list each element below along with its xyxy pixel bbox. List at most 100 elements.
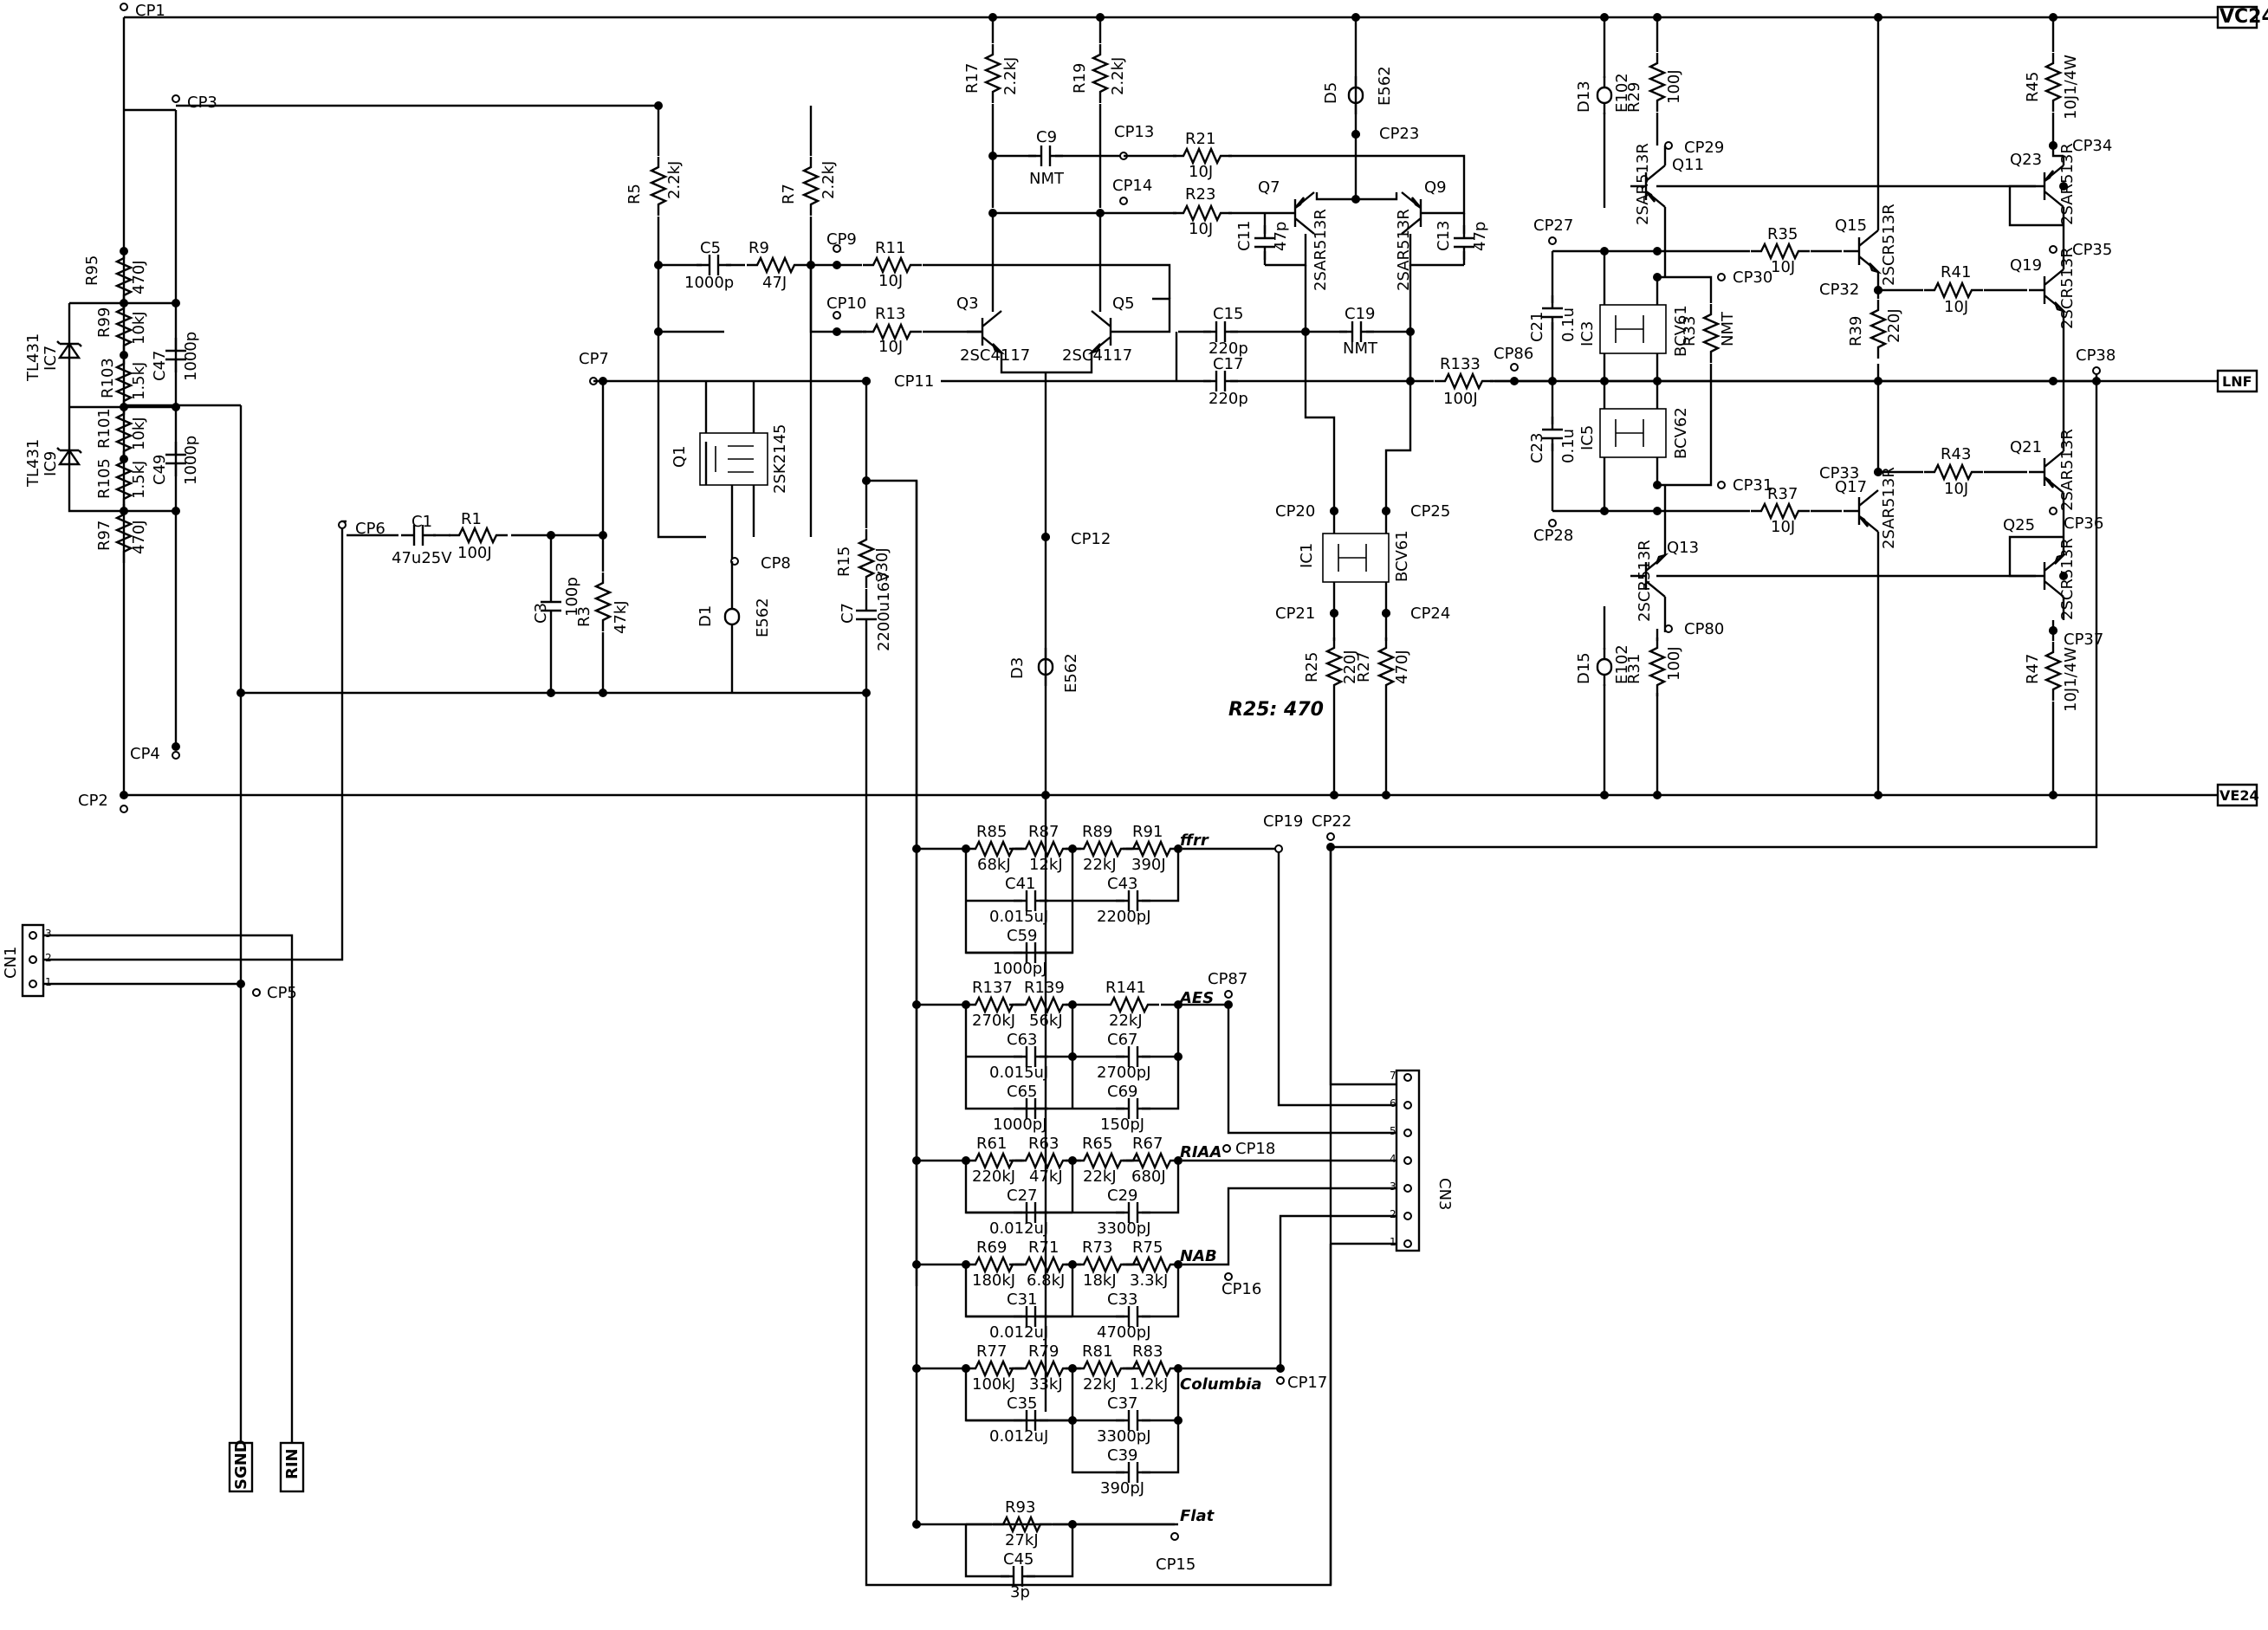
cps-cp80-label: CP80 bbox=[1684, 620, 1724, 638]
test-point[interactable] bbox=[833, 244, 841, 253]
parts-ic9-label: IC9 bbox=[42, 451, 60, 476]
parts-ic7-label: IC7 bbox=[42, 346, 60, 371]
test-point[interactable] bbox=[1403, 1156, 1412, 1165]
pins-p1-label: 1 bbox=[45, 976, 52, 988]
cp2-point[interactable] bbox=[120, 805, 128, 813]
parts-c67-label: C67 bbox=[1107, 1031, 1137, 1049]
output-stage: D13 E102 R29 100J CP29 Q11 2SAR513R CP27… bbox=[1331, 13, 2116, 849]
parts-c15v-label: 220p bbox=[1209, 340, 1248, 358]
cps-cp12-label: CP12 bbox=[1071, 530, 1111, 548]
test-point[interactable] bbox=[252, 988, 261, 997]
test-point[interactable] bbox=[1403, 1212, 1412, 1220]
parts-q5v-label: 2SC4117 bbox=[1062, 346, 1132, 365]
cps-cp1-label: CP1 bbox=[135, 2, 165, 20]
cp3-point[interactable] bbox=[172, 94, 180, 103]
parts-c11v-label: 47p bbox=[1272, 222, 1290, 251]
test-point[interactable] bbox=[1403, 1129, 1412, 1137]
parts-q3-label: Q3 bbox=[956, 294, 979, 313]
parts-r15v-label: 330J bbox=[873, 547, 891, 582]
test-point[interactable] bbox=[1403, 1239, 1412, 1248]
parts-c27v-label: 0.012uJ bbox=[989, 1219, 1048, 1238]
parts-ic3-label: IC3 bbox=[1578, 321, 1597, 346]
parts-r137-label: R137 bbox=[972, 979, 1013, 997]
pins-p3-label: 3 bbox=[1390, 1180, 1396, 1193]
test-point[interactable] bbox=[1717, 481, 1726, 489]
test-point[interactable] bbox=[1664, 624, 1673, 633]
test-point[interactable] bbox=[1170, 1532, 1179, 1541]
cps-cp33-label: CP33 bbox=[1819, 464, 1859, 482]
parts-r71v-label: 6.8kJ bbox=[1027, 1271, 1065, 1290]
cp1-point[interactable] bbox=[120, 3, 128, 11]
cp4-point[interactable] bbox=[172, 751, 180, 760]
test-point[interactable] bbox=[833, 311, 841, 320]
parts-r133v-label: 100J bbox=[1443, 390, 1478, 408]
parts-d1-label: D1 bbox=[697, 605, 715, 627]
parts-c29v-label: 3300pJ bbox=[1097, 1219, 1151, 1238]
cps-cp14-label: CP14 bbox=[1112, 177, 1152, 195]
parts-c21v-label: 0.1u bbox=[1559, 307, 1578, 342]
parts-r77-label: R77 bbox=[976, 1342, 1007, 1361]
test-point[interactable] bbox=[2049, 507, 2057, 515]
parts-q9-label: Q9 bbox=[1424, 178, 1447, 197]
cps-cp17-label: CP17 bbox=[1287, 1374, 1327, 1392]
test-point[interactable] bbox=[29, 980, 37, 988]
test-point[interactable] bbox=[1717, 273, 1726, 281]
parts-r85-label: R85 bbox=[976, 823, 1007, 841]
parts-ic5v-label: BCV62 bbox=[1672, 407, 1690, 459]
parts-r13-label: R13 bbox=[875, 305, 905, 323]
parts-c31v-label: 0.012uJ bbox=[989, 1323, 1048, 1342]
cps-cp19-label: CP19 bbox=[1263, 812, 1303, 831]
cps-cp16-label: CP16 bbox=[1221, 1280, 1261, 1298]
test-point[interactable] bbox=[1548, 236, 1557, 245]
test-point[interactable] bbox=[1548, 519, 1557, 527]
test-point[interactable] bbox=[29, 931, 37, 940]
parts-r35v-label: 10J bbox=[1771, 258, 1795, 276]
r25-note: R25: 470 bbox=[1228, 699, 1324, 721]
test-point[interactable] bbox=[1403, 1101, 1412, 1109]
test-point[interactable] bbox=[1224, 1272, 1233, 1281]
parts-r67-label: R67 bbox=[1132, 1135, 1163, 1153]
test-point[interactable] bbox=[2049, 245, 2057, 254]
parts-r141-label: R141 bbox=[1105, 979, 1146, 997]
parts-r75-label: R75 bbox=[1132, 1239, 1163, 1257]
parts-c23v-label: 0.1u bbox=[1559, 429, 1578, 463]
test-point[interactable] bbox=[1276, 1376, 1285, 1385]
test-point[interactable] bbox=[1222, 1144, 1231, 1153]
test-point[interactable] bbox=[1326, 832, 1335, 841]
test-point[interactable] bbox=[1510, 363, 1519, 372]
parts-d5v-label: E562 bbox=[1376, 66, 1394, 106]
test-point[interactable] bbox=[29, 955, 37, 964]
parts-ic9v-label: TL431 bbox=[24, 439, 42, 488]
test-point[interactable] bbox=[1403, 1073, 1412, 1082]
parts-r19-label: R19 bbox=[1071, 63, 1089, 94]
parts-r87v-label: 12kJ bbox=[1029, 856, 1063, 874]
parts-r93v-label: 27kJ bbox=[1005, 1531, 1039, 1549]
parts-r5v-label: 2.2kJ bbox=[665, 161, 684, 199]
parts-ic1-label: IC1 bbox=[1298, 543, 1316, 568]
test-point[interactable] bbox=[1224, 990, 1233, 999]
parts-q19v-label: 2SCR513R bbox=[2058, 247, 2077, 329]
label-riaa: RIAA bbox=[1180, 1143, 1221, 1161]
test-point[interactable] bbox=[1274, 844, 1283, 853]
test-point[interactable] bbox=[1119, 197, 1128, 205]
parts-q7-label: Q7 bbox=[1258, 178, 1280, 197]
test-point[interactable] bbox=[1403, 1184, 1412, 1193]
parts-r39-label: R39 bbox=[1847, 316, 1865, 346]
parts-r105v-label: 1.5kJ bbox=[130, 461, 148, 499]
parts-q21v-label: 2SAR513R bbox=[2058, 429, 2077, 511]
parts-c47-label: C47 bbox=[151, 351, 169, 381]
parts-r75v-label: 3.3kJ bbox=[1130, 1271, 1168, 1290]
parts-r97-label: R97 bbox=[95, 521, 113, 551]
cps-cp18-label: CP18 bbox=[1235, 1140, 1275, 1158]
cps-cp2-label: CP2 bbox=[78, 792, 108, 810]
parts-r79-label: R79 bbox=[1028, 1342, 1059, 1361]
cps-cp27-label: CP27 bbox=[1533, 217, 1573, 235]
net-vc24: VC24 bbox=[2219, 6, 2268, 28]
test-point[interactable] bbox=[338, 521, 347, 529]
net-rin: RIN bbox=[283, 1448, 301, 1479]
cps-cp22-label: CP22 bbox=[1312, 812, 1351, 831]
parts-r103v-label: 1.5kJ bbox=[130, 362, 148, 400]
test-point[interactable] bbox=[2092, 366, 2101, 375]
